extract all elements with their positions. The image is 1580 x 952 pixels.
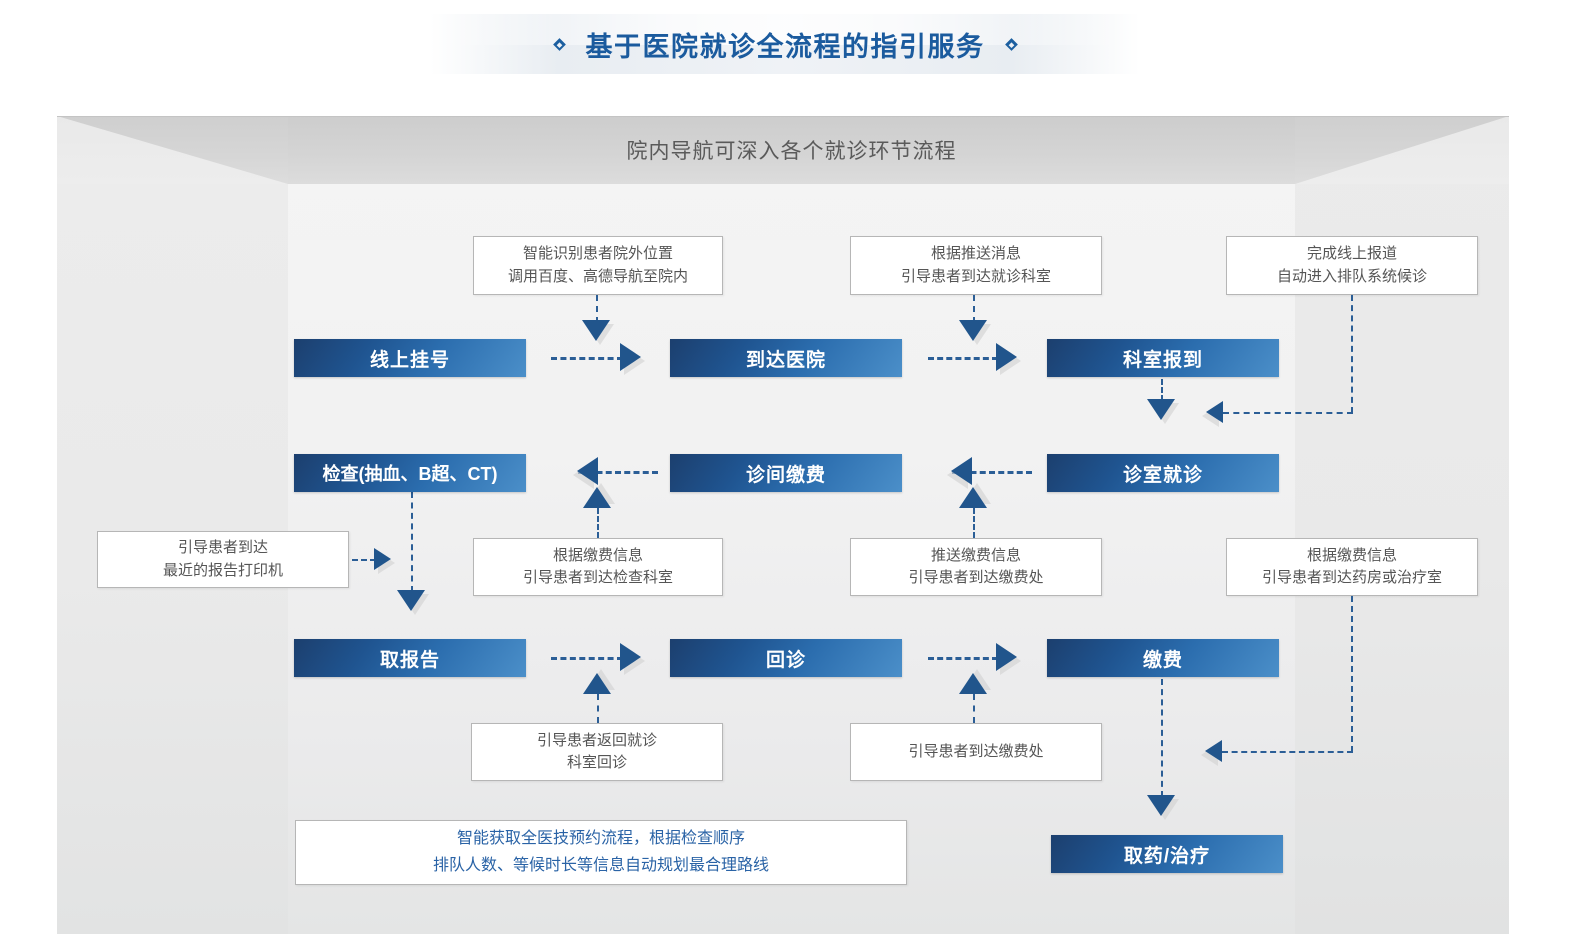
- pseudo-3d-container: 院内导航可深入各个就诊环节流程: [57, 116, 1509, 934]
- connector-return-clinic-up: [597, 694, 599, 723]
- arrow-head: [620, 643, 641, 671]
- diamond-marker-right-icon: [1004, 37, 1018, 51]
- arrow-head: [1206, 401, 1223, 423]
- note-line: 根据推送消息: [930, 245, 1021, 262]
- process-box-pickup-medicine[interactable]: 取药/治疗: [1051, 835, 1283, 873]
- arrow-head: [397, 590, 425, 611]
- diamond-marker-left-icon: [552, 37, 566, 51]
- process-box-label: 诊间缴费: [745, 464, 826, 486]
- process-box-label: 回诊: [765, 649, 806, 671]
- process-box-get-report[interactable]: 取报告: [294, 639, 526, 677]
- arrow-head: [577, 457, 598, 485]
- note-line: 科室回诊: [566, 754, 627, 771]
- process-box-arrive-hospital[interactable]: 到达医院: [670, 339, 902, 377]
- note-line: 引导患者到达: [177, 539, 268, 556]
- container-ceiling-center: [288, 116, 1295, 184]
- note-nearest-printer: 引导患者到达 最近的报告打印机: [97, 531, 349, 588]
- connector-payment-to-exam: [578, 471, 658, 474]
- process-box-label: 取报告: [379, 649, 440, 671]
- container-header-text: 院内导航可深入各个就诊环节流程: [626, 140, 957, 163]
- arrow-head: [996, 343, 1017, 371]
- page-title: 基于医院就诊全流程的指引服务: [585, 31, 985, 62]
- note-line: 智能识别患者院外位置: [522, 245, 673, 262]
- process-box-online-registration[interactable]: 线上挂号: [294, 339, 526, 377]
- container-top-edge: [57, 116, 1509, 117]
- connector-clinic-to-payment: [952, 471, 1032, 474]
- connector-cashier-note-up: [973, 694, 975, 723]
- process-box-label: 到达医院: [745, 349, 826, 371]
- container-left-wall: [57, 116, 288, 934]
- note-line: 最近的报告打印机: [162, 561, 283, 579]
- note-online-checkin: 完成线上报道 自动进入排队系统候诊: [1226, 236, 1478, 295]
- connector-printer-note-right: [352, 559, 376, 561]
- note-line: 智能获取全医技预约流程，根据检查顺序: [456, 830, 745, 848]
- arrow-head: [620, 343, 641, 371]
- container-header: 院内导航可深入各个就诊环节流程: [288, 116, 1295, 184]
- arrow-head: [1147, 795, 1175, 816]
- process-box-in-clinic-payment[interactable]: 诊间缴费: [670, 454, 902, 492]
- page-title-row: 基于医院就诊全流程的指引服务: [430, 14, 1140, 74]
- process-box-label: 线上挂号: [369, 349, 450, 371]
- note-line: 排队人数、等候时长等信息自动规划最合理路线: [432, 856, 769, 874]
- arrow-head: [959, 320, 987, 341]
- arrow-head: [951, 457, 972, 485]
- process-box-payment[interactable]: 缴费: [1047, 639, 1279, 677]
- note-line: 引导患者到达就诊科室: [900, 267, 1051, 285]
- connector-checkin-to-clinic: [1161, 379, 1163, 401]
- connector-register-to-arrive: [551, 357, 623, 360]
- process-box-label: 缴费: [1142, 649, 1183, 671]
- connector-pharmacy-note-left: [1222, 751, 1353, 753]
- note-goto-cashier: 引导患者到达缴费处: [850, 723, 1102, 781]
- note-line: 根据缴费信息: [1306, 546, 1397, 564]
- note-line: 引导患者到达检查科室: [522, 569, 673, 586]
- note-line: 调用百度、高德导航至院内: [507, 267, 688, 285]
- process-box-clinic-visit[interactable]: 诊室就诊: [1047, 454, 1279, 492]
- connector-exam-to-report: [411, 492, 413, 592]
- arrow-head: [583, 673, 611, 694]
- arrow-head: [374, 548, 391, 570]
- arrow-head: [1147, 399, 1175, 420]
- container-back-wall: [288, 116, 1295, 934]
- note-line: 完成线上报道: [1306, 245, 1397, 262]
- arrow-head: [959, 673, 987, 694]
- connector-revisit-to-payment: [928, 657, 998, 660]
- connector-note-to-checkin: [973, 295, 975, 323]
- note-smart-routing: 智能获取全医技预约流程，根据检查顺序 排队人数、等候时长等信息自动规划最合理路线: [295, 820, 907, 885]
- note-line: 引导患者到达缴费处: [908, 569, 1044, 586]
- process-box-examination[interactable]: 检查(抽血、B超、CT): [294, 454, 526, 492]
- arrow-head: [996, 643, 1017, 671]
- connector-arrive-to-checkin: [928, 357, 998, 360]
- connector-note-to-arrive: [596, 295, 598, 323]
- note-line: 自动进入排队系统候诊: [1276, 267, 1427, 285]
- process-box-revisit[interactable]: 回诊: [670, 639, 902, 677]
- connector-online-checkin-left: [1223, 412, 1353, 414]
- note-push-message: 根据推送消息 引导患者到达就诊科室: [850, 236, 1102, 295]
- note-line: 引导患者返回就诊: [536, 731, 657, 749]
- note-outside-location: 智能识别患者院外位置 调用百度、高德导航至院内: [473, 236, 723, 295]
- note-line: 引导患者到达缴费处: [908, 742, 1044, 760]
- note-line: 根据缴费信息: [552, 546, 643, 564]
- title-background-band: [430, 14, 1140, 74]
- arrow-head: [1205, 740, 1222, 762]
- arrow-head: [583, 487, 611, 508]
- arrow-head: [582, 320, 610, 341]
- note-return-clinic: 引导患者返回就诊 科室回诊: [471, 723, 723, 781]
- note-line: 引导患者到达药房或治疗室: [1261, 569, 1442, 586]
- note-pharmacy-route: 根据缴费信息 引导患者到达药房或治疗室: [1226, 538, 1478, 596]
- note-payment-to-exam: 根据缴费信息 引导患者到达检查科室: [473, 538, 723, 596]
- process-box-label: 检查(抽血、B超、CT): [322, 464, 498, 484]
- arrow-head: [959, 487, 987, 508]
- process-box-label: 科室报到: [1122, 349, 1203, 371]
- connector-exam-note-up: [597, 508, 599, 538]
- connector-online-checkin-down: [1351, 295, 1353, 413]
- connector-pharmacy-note-down: [1351, 596, 1353, 752]
- process-box-label: 诊室就诊: [1122, 464, 1203, 486]
- note-line: 推送缴费信息: [930, 546, 1021, 564]
- connector-push-payment-up: [973, 508, 975, 538]
- connector-payment-to-pickup: [1161, 679, 1163, 797]
- process-box-label: 取药/治疗: [1123, 845, 1211, 867]
- note-push-payment: 推送缴费信息 引导患者到达缴费处: [850, 538, 1102, 596]
- connector-report-to-revisit: [551, 657, 623, 660]
- process-box-department-checkin[interactable]: 科室报到: [1047, 339, 1279, 377]
